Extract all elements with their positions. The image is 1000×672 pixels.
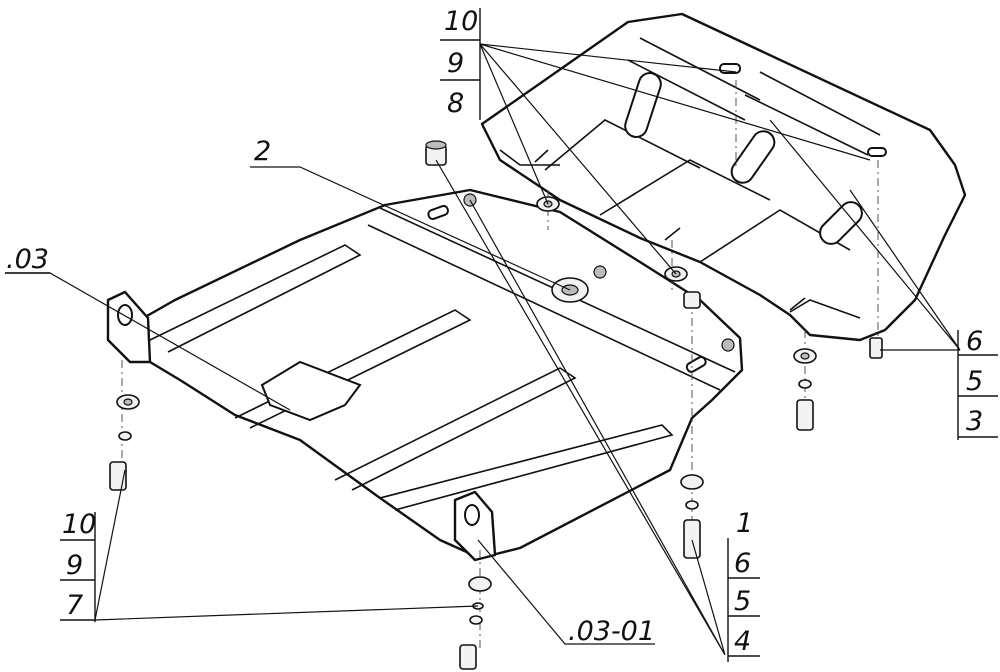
main-skid-plate <box>106 188 744 560</box>
label-top-10: 10 <box>444 6 478 37</box>
label-right-5: 5 <box>966 366 983 397</box>
label-top-9: 9 <box>447 48 464 79</box>
rear-skid-plate <box>480 12 967 342</box>
label-right-6: 6 <box>966 326 983 357</box>
label-top-8: 8 <box>447 88 464 119</box>
label-part-03-01: .03-01 <box>568 616 655 647</box>
label-bottom-6: 6 <box>734 548 751 579</box>
label-bottom-5: 5 <box>734 586 751 617</box>
label-left-9: 9 <box>66 550 83 581</box>
label-bottom-4: 4 <box>734 626 751 657</box>
bracket-03-01 <box>453 490 497 562</box>
label-bottom-1: 1 <box>736 508 753 539</box>
label-right-3: 3 <box>966 406 983 437</box>
label-frames <box>5 8 998 662</box>
bracket-03 <box>106 290 152 364</box>
callout-labels: 10 9 8 2 .03 6 5 3 10 9 7 1 6 5 4 .03-01 <box>6 6 983 657</box>
label-part-2: 2 <box>254 136 271 167</box>
label-part-03: .03 <box>6 244 49 275</box>
fasteners <box>109 140 883 670</box>
label-left-7: 7 <box>66 590 83 621</box>
label-left-10: 10 <box>62 509 96 540</box>
